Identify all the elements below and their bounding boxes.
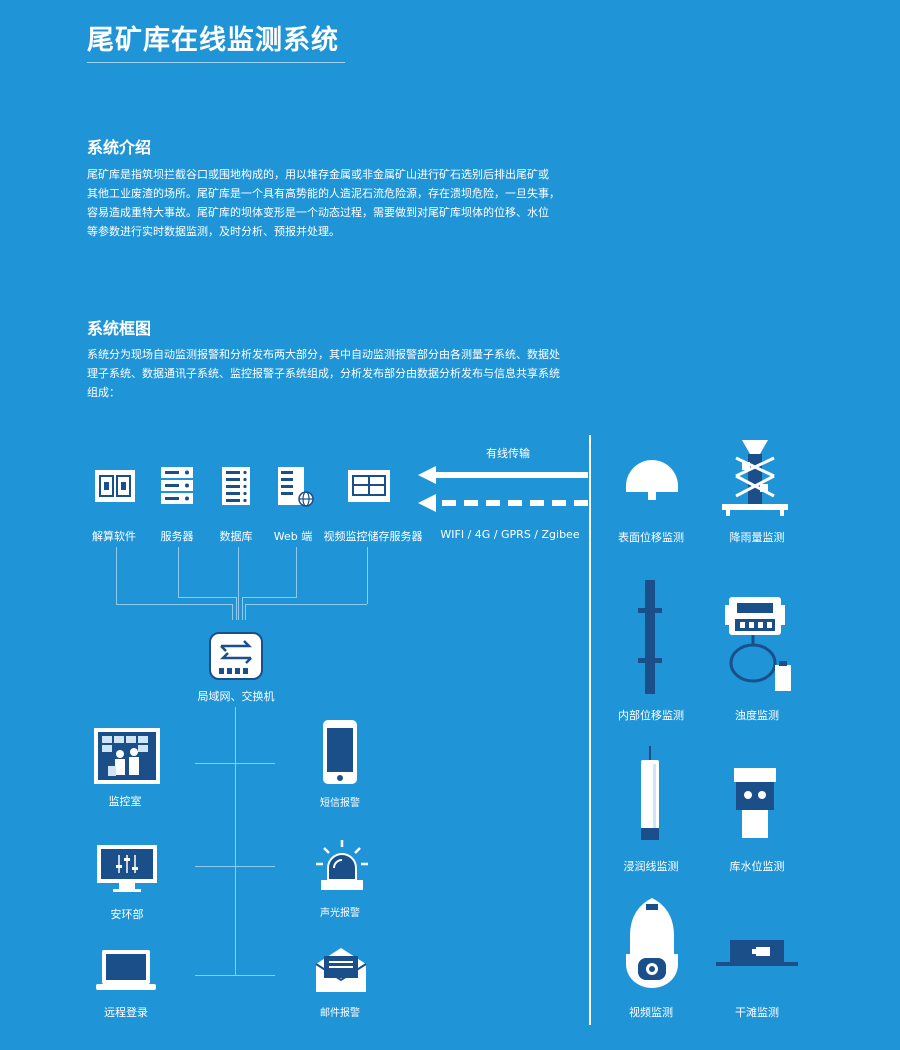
water-level-meter-icon — [734, 768, 776, 838]
connector-line — [367, 547, 368, 604]
page-title: 尾矿库在线监测系统 — [87, 25, 339, 56]
node-label-safety-dept: 安环部 — [110, 908, 144, 921]
ptz-camera-icon — [626, 898, 678, 988]
connector-line — [245, 604, 367, 605]
connector-line — [178, 547, 179, 597]
intro-paragraph: 尾矿库是指筑坝拦截谷口或围地构成的，用以堆存金属或非金属矿山进行矿石选别后排出尾… — [87, 165, 577, 241]
connector-line — [178, 597, 236, 598]
solver-icon — [95, 470, 135, 502]
sensor-label-internal-displacement: 内部位移监测 — [618, 709, 684, 722]
sensor-label-phreatic-line: 浸润线监测 — [623, 860, 679, 873]
framework-line: 组成： — [87, 386, 120, 399]
wired-label: 有线传输 — [486, 447, 530, 460]
intro-line: 等参数进行实时数据监测，及时分析、预报并处理。 — [87, 225, 340, 238]
remote-login-icon — [96, 950, 156, 990]
framework-heading: 系统框图 — [87, 319, 152, 338]
sensor-label-turbidity: 浊度监测 — [735, 709, 779, 722]
inclinometer-icon — [638, 580, 662, 694]
monitoring-room-icon — [94, 728, 160, 784]
connector-line — [236, 597, 237, 620]
section-divider — [589, 435, 591, 1025]
node-label-sms-alarm: 短信报警 — [320, 798, 360, 809]
connector-line — [232, 604, 233, 620]
node-label-solver: 解算软件 — [92, 530, 136, 543]
intro-line: 其他工业废渣的场所。尾矿库是一个具有高势能的人造泥石流危险源，存在溃坝危险，一旦… — [87, 187, 560, 200]
node-label-web: Web 端 — [273, 530, 313, 543]
node-label-monitoring-room: 监控室 — [108, 795, 142, 808]
safety-dept-icon — [97, 845, 157, 892]
web-server-icon — [278, 467, 314, 507]
connector-line — [245, 604, 246, 620]
connector-line — [116, 547, 117, 604]
node-label-server: 服务器 — [160, 530, 194, 543]
rain-gauge-icon — [722, 440, 788, 516]
framework-line: 理子系统、数据通讯子系统、监控报警子系统组成，分析发布部分由数据分析发布与信息共… — [87, 367, 560, 380]
turbidity-meter-icon — [725, 597, 791, 691]
sensor-label-rainfall: 降雨量监测 — [729, 531, 785, 544]
bus-line — [195, 975, 275, 976]
wireless-label: WIFI / 4G / GPRS / Zgibee — [440, 528, 580, 541]
sensor-label-water-level: 库水位监测 — [729, 860, 785, 873]
connector-line — [116, 604, 232, 605]
sensor-label-surface-displacement: 表面位移监测 — [618, 531, 684, 544]
wireless-arrow — [418, 494, 588, 512]
intro-line: 容易造成重特大事故。尾矿库的坝体变形是一个动态过程，需要做到对尾矿库坝体的位移、… — [87, 206, 549, 219]
framework-line: 系统分为现场自动监测报警和分析发布两大部分，其中自动监测报警部分由各测量子系统、… — [87, 348, 560, 361]
intro-line: 尾矿库是指筑坝拦截谷口或围地构成的，用以堆存金属或非金属矿山进行矿石选别后排出尾… — [87, 168, 549, 181]
framework-paragraph: 系统分为现场自动监测报警和分析发布两大部分，其中自动监测报警部分由各测量子系统、… — [87, 345, 577, 402]
node-label-database: 数据库 — [219, 530, 253, 543]
node-label-mail-alarm: 邮件报警 — [320, 1008, 360, 1019]
database-icon — [222, 467, 250, 505]
piezometer-icon — [641, 746, 659, 840]
connector-line — [296, 547, 297, 597]
dry-beach-sensor-icon — [716, 940, 798, 966]
node-label-video-storage: 视频监控储存服务器 — [323, 530, 423, 543]
server-icon — [161, 467, 193, 504]
mail-icon — [315, 948, 367, 992]
bus-line — [195, 866, 275, 867]
bus-line — [235, 707, 236, 975]
connector-line — [242, 597, 297, 598]
bus-line — [195, 763, 275, 764]
wired-arrow — [418, 466, 588, 484]
connector-line — [242, 597, 243, 620]
node-label-sound-light-alarm: 声光报警 — [320, 908, 360, 919]
title-divider — [87, 62, 345, 63]
connector-line — [238, 547, 239, 620]
gnss-dome-icon — [626, 460, 678, 500]
video-storage-icon — [348, 470, 390, 502]
sensor-label-video: 视频监测 — [629, 1006, 673, 1019]
switch-icon — [209, 632, 263, 680]
node-label-remote-login: 远程登录 — [104, 1006, 148, 1019]
phone-icon — [323, 720, 357, 784]
sensor-label-dry-beach: 干滩监测 — [735, 1006, 779, 1019]
intro-heading: 系统介绍 — [87, 138, 152, 157]
switch-label: 局域网、交换机 — [197, 690, 275, 703]
siren-icon — [316, 840, 368, 890]
